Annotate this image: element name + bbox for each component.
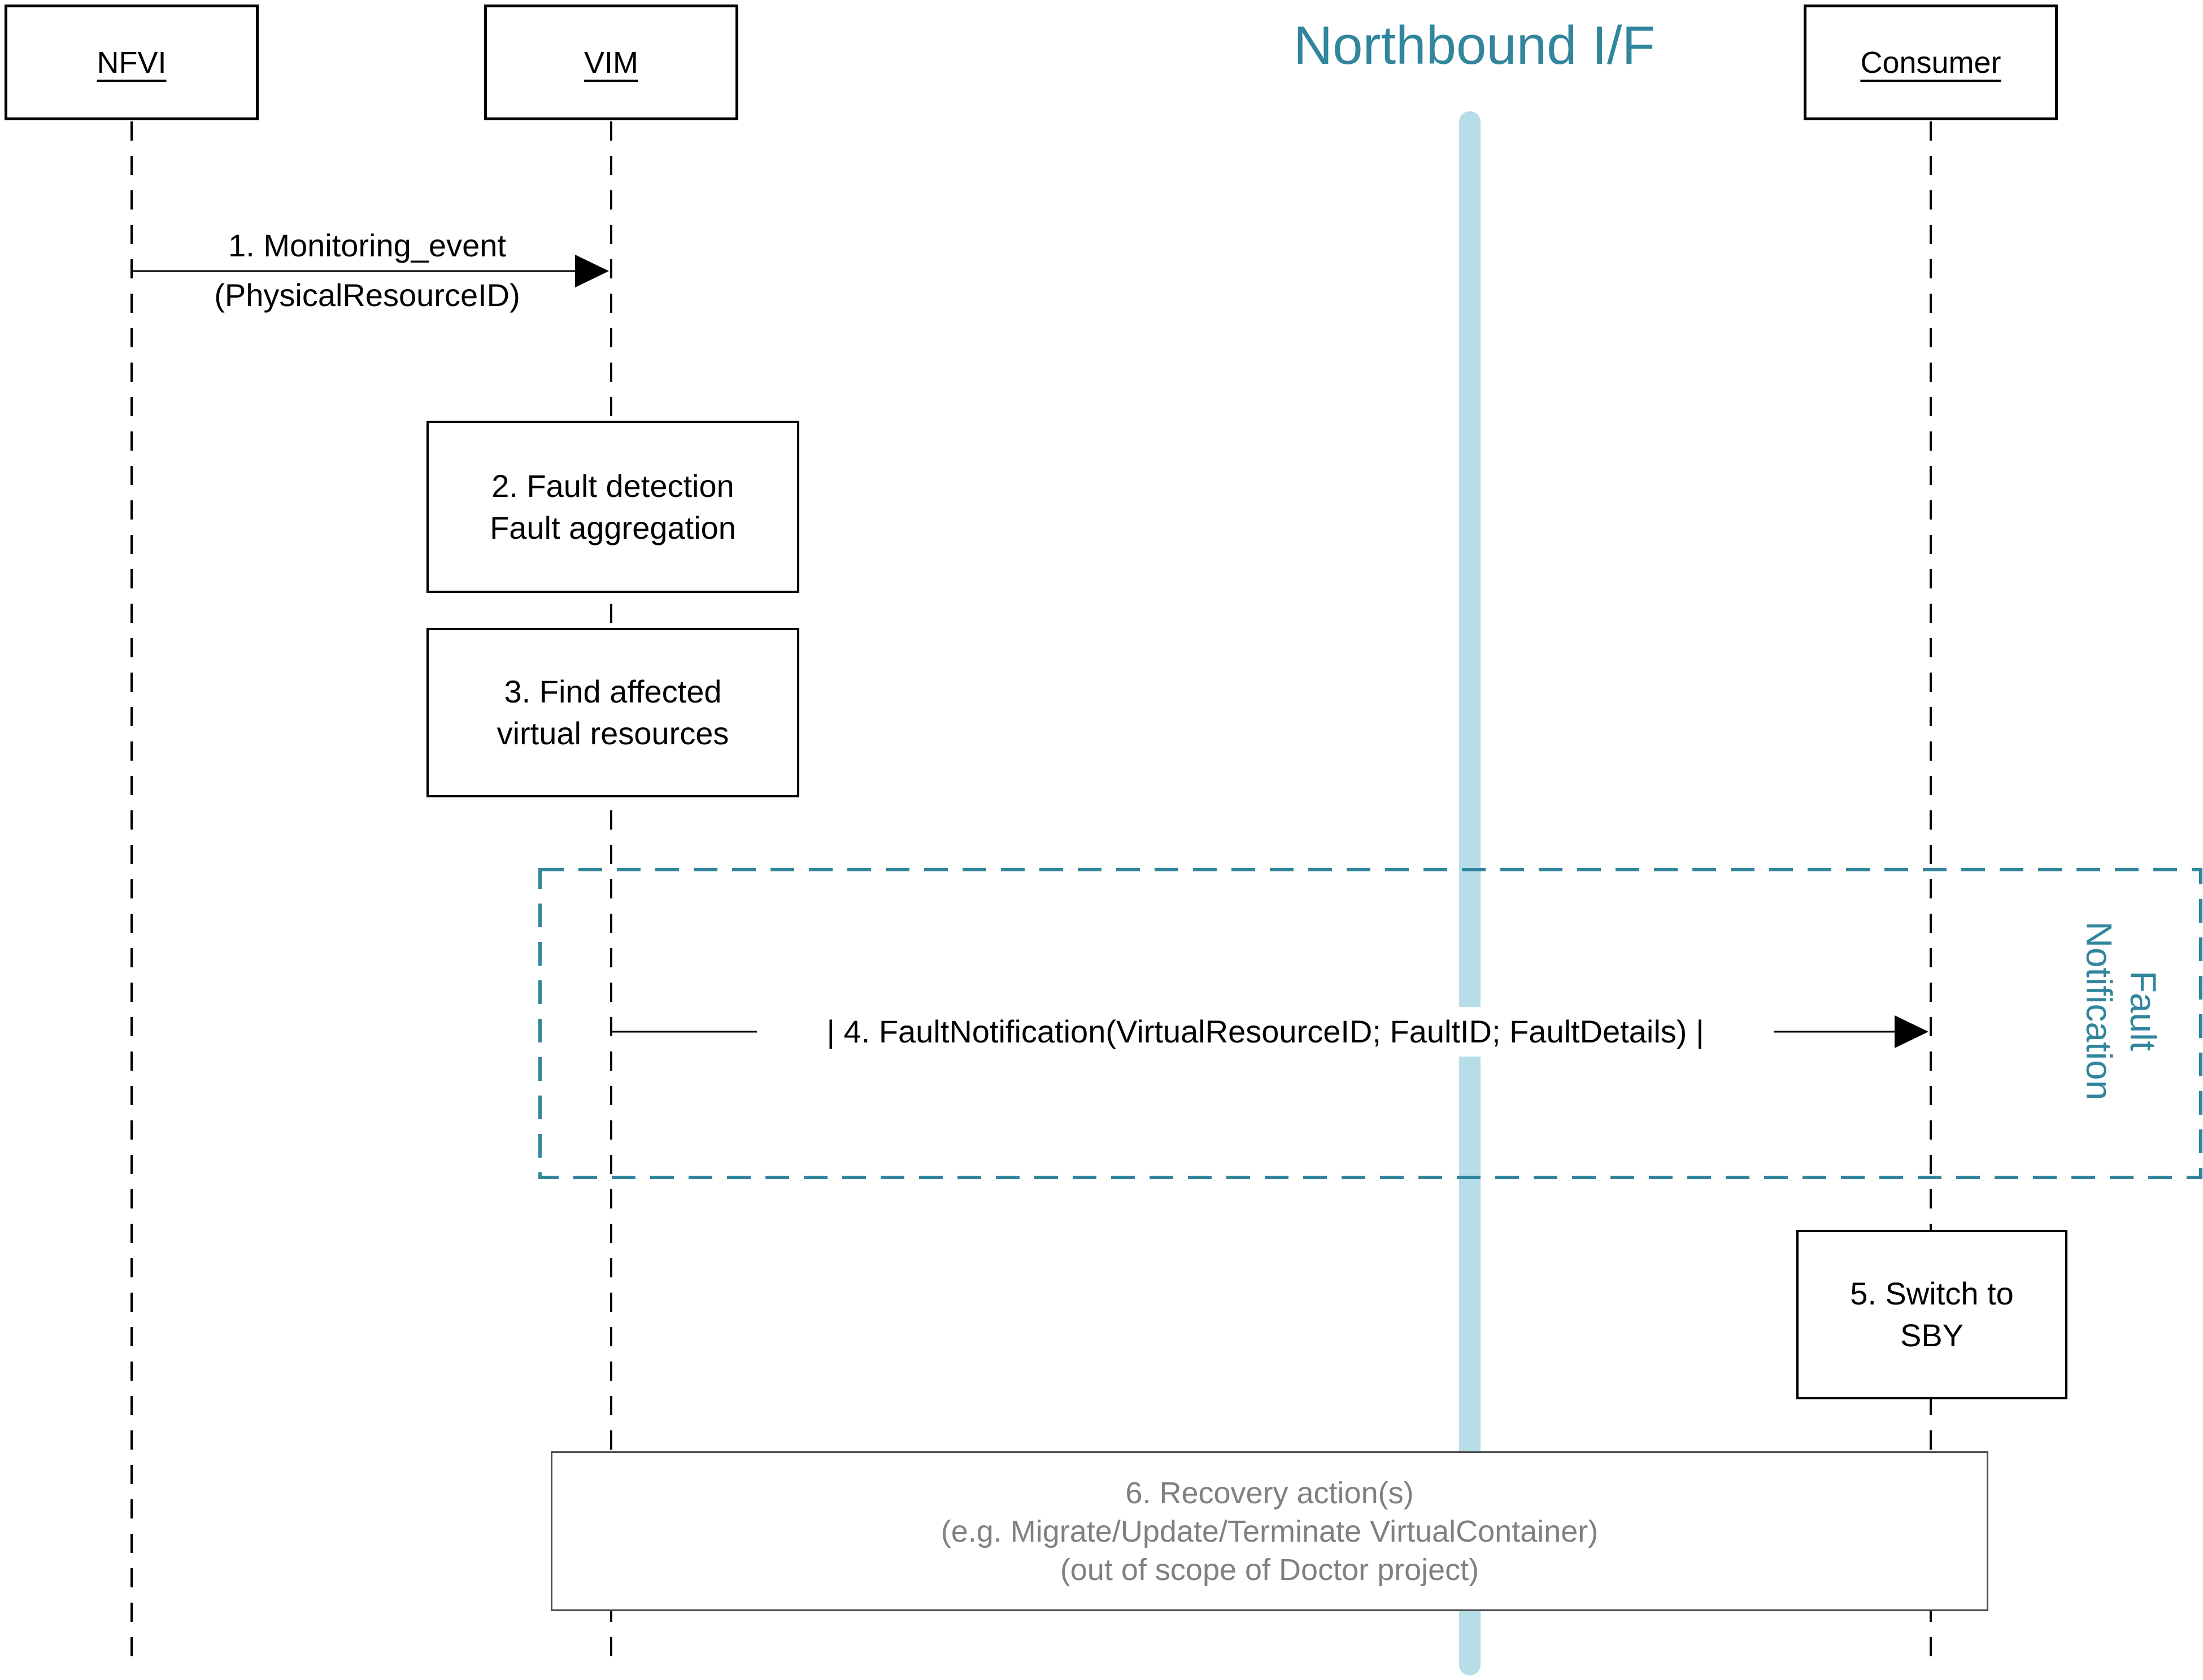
step2-box: 2. Fault detection Fault aggregation [426, 421, 799, 593]
message4-label: | 4. FaultNotification(VirtualResourceID… [757, 1007, 1774, 1057]
actor-box-consumer: Consumer [1804, 5, 2058, 120]
message1-label-line1: 1. Monitoring_event [228, 228, 506, 263]
actor-box-nfvi: NFVI [5, 5, 259, 120]
actor-box-vim: VIM [484, 5, 738, 120]
step6-line3: (out of scope of Doctor project) [1060, 1552, 1479, 1587]
actor-label-consumer: Consumer [1860, 45, 2001, 80]
fault-notification-region [538, 868, 2202, 1179]
step5-line1: 5. Switch to [1850, 1276, 2014, 1311]
step6-box: 6. Recovery action(s) (e.g. Migrate/Upda… [551, 1451, 1988, 1611]
step3-line1: 3. Find affected [504, 674, 722, 709]
step5-line2: SBY [1900, 1317, 1964, 1353]
message1-label-line2: (PhysicalResourceID) [214, 277, 520, 313]
step3-line2: virtual resources [497, 715, 729, 751]
step3-box: 3. Find affected virtual resources [426, 628, 799, 797]
step5-box: 5. Switch to SBY [1796, 1230, 2067, 1399]
northbound-interface-title: Northbound I/F [1293, 15, 1656, 76]
step2-line1: 2. Fault detection [491, 468, 734, 504]
step6-line1: 6. Recovery action(s) [1125, 1476, 1414, 1510]
actor-label-vim: VIM [584, 45, 638, 80]
step6-line2: (e.g. Migrate/Update/Terminate VirtualCo… [941, 1514, 1599, 1548]
actor-label-nfvi: NFVI [97, 45, 167, 80]
message1-arrowhead [575, 255, 609, 287]
step2-line2: Fault aggregation [490, 509, 736, 546]
fault-region-label: Fault Notification [2077, 892, 2165, 1129]
message4-arrowhead [1895, 1015, 1928, 1048]
fault-region-label-line1: Fault [2123, 970, 2163, 1051]
fault-region-label-line2: Notification [2079, 921, 2119, 1101]
